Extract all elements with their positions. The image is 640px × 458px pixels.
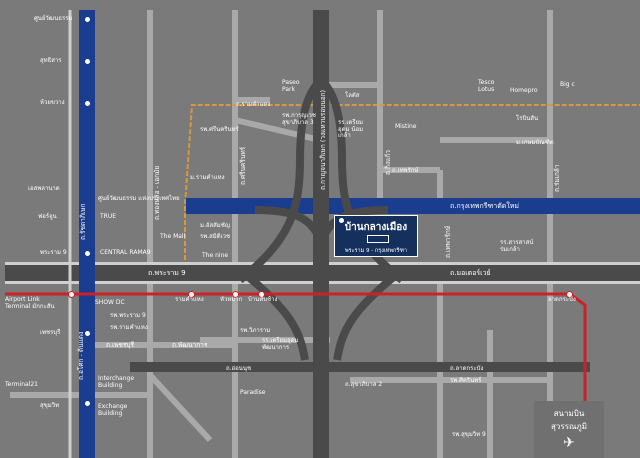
poi-paradise: Paradise [240, 389, 266, 396]
blue-station-label: ห้วยขวาง [40, 99, 65, 106]
poi-big-c: Big c [560, 81, 575, 88]
red-station-label: Airport Link Terminal มักกะสัน [5, 296, 55, 310]
poi-st-sukhumvit9: รพ.สุขุมวิท 9 [452, 431, 486, 438]
poi-homepro: Homepro [510, 87, 538, 94]
airport-line1: สนามบิน [553, 409, 585, 418]
blue-station-label: สุทธิสาร [40, 57, 62, 64]
thonglor-label: ถ.ทองหล่อ - เอกมัย [153, 165, 161, 220]
interchange [237, 77, 405, 361]
blue-station-label: พระราม 9 [40, 249, 67, 256]
blue-station [84, 400, 91, 407]
blue-station [84, 100, 91, 107]
airplane-icon: ✈ [563, 435, 575, 451]
blue-station [84, 250, 91, 257]
poi-school-sukhumvit: รร.เตรียมอุดม พัฒนาการ [262, 337, 299, 351]
blue-station [84, 16, 91, 23]
on-nut-label: ถ.อ่อนนุช [226, 365, 252, 372]
ramkhamhaeng-label: ถ.รามคำแหง [236, 101, 271, 108]
kingkaew-label: ถ.กิ่งแก้ว [384, 150, 392, 175]
poi-show-dc: SHOW DC [95, 299, 125, 306]
rom-klao-label: ถ.ร่มเกล้า [553, 164, 561, 192]
red-station-label: หัวหมาก [220, 296, 243, 303]
red-station-label: บ้านทับช้าง [248, 296, 278, 303]
poi-fortune: ฟอร์จูน [38, 213, 57, 220]
poi-hospital-samitivej: รพ.สมิติเวช [200, 233, 231, 240]
poi-true: TRUE [100, 213, 117, 220]
poi-hospital-sukhumvit3: รพ.การุญเวช สุขาภิบาล 3 [282, 112, 316, 126]
poi-uni-assumption: ม.อัสสัมชัญ [200, 222, 230, 229]
motorway-label: ถ.มอเตอร์เวย์ [450, 269, 491, 277]
poi-hospital-sikarin: รพ.ศิครินทร์ [450, 377, 482, 384]
poi-lotus: โลตัส [345, 92, 360, 99]
red-station-label: ลาดกระบัง [548, 296, 576, 303]
red-line [5, 292, 587, 458]
poi-terminal21: Terminal21 [5, 381, 38, 388]
red-station [566, 291, 573, 298]
poi-paseo: Paseo Park [282, 79, 300, 93]
asok-din-daeng-label: ถ.อโศก - ดินแดง [77, 331, 85, 380]
poi-the-nine: The nine [202, 252, 229, 259]
kanchanaphisek-label: ถ.กาญจนาภิเษก (วงแหวนรอบนอก) [319, 89, 327, 190]
blue-station-label: สุขุมวิท [40, 402, 60, 409]
poi-central: CENTRAL RAMA9 [100, 249, 151, 256]
rama9-label: ถ.พระราม 9 [148, 269, 186, 277]
red-station-label: รามคำแหง [175, 296, 204, 303]
poi-hospital-srinakarin: รพ.ศรีนครินทร์ [200, 126, 239, 133]
red-station [232, 291, 239, 298]
poi-thepparak: ม.เกษมบัณฑิต [516, 139, 554, 146]
poi-tesco: Tesco Lotus [478, 79, 495, 93]
thepparat-label: ถ.เทพารักษ์ [444, 225, 452, 258]
poi-interchange: Interchange Building [98, 375, 135, 389]
poi-school-kanchanaphisek: รร.เตรียมอุดม น้อมเกล้า [338, 119, 364, 140]
poi-hospital-rama9: รพ.พระราม 9 [110, 312, 146, 319]
airport-line2: สุวรรณภูมิ [551, 422, 587, 431]
poi-hospital-ramkhamhaeng: รพ.รามคำแหง [110, 324, 148, 331]
phatthanakan-label: ถ.พัฒนาการ [172, 341, 208, 349]
sukhumvit2-label: ถ.สุขาภิบาล 2 [345, 381, 383, 388]
project-name: บ้านกลางเมือง [344, 222, 408, 233]
phatthanakan-road [130, 362, 590, 372]
project-marker[interactable]: บ้านกลางเมือง พระราม 9 - กรุงเทพกรีฑา [334, 215, 418, 257]
poi-the-mall: The Mall [160, 233, 186, 240]
poi-esplanade: เอสพลานาด [28, 185, 60, 192]
project-pin-icon [338, 217, 345, 224]
minor-roads [10, 10, 553, 458]
theparak-label: ถ.เทพรักษ์ [392, 167, 419, 174]
blue-station [84, 330, 91, 337]
blue-station-label: เพชรบุรี [40, 329, 61, 336]
krungthep-kreetha-road [186, 198, 640, 214]
poi-school-suankularb: รร.สารสาสน์ ร่มเกล้า [500, 239, 534, 253]
red-station [188, 291, 195, 298]
blue-station [84, 58, 91, 65]
srinakarin-label: ถ.ศรีนครินทร์ [239, 146, 247, 185]
red-station [258, 291, 265, 298]
lat-krabang-label: ถ.ลาดกระบัง [450, 365, 484, 372]
poi-mistine: Mistine [395, 123, 417, 130]
project-sub: พระราม 9 - กรุงเทพกรีฑา [345, 248, 407, 254]
red-station [68, 291, 75, 298]
blue-station-label: ศูนย์วัฒนธรรม [34, 15, 73, 22]
blue-line [79, 10, 95, 458]
project-logo-icon [367, 235, 389, 243]
phetchaburi-label: ถ.เพชรบุรี [106, 341, 135, 349]
orange-line [184, 104, 640, 260]
poi-hospital-vichai: รพ.วิภาราม [240, 327, 271, 334]
airport-box[interactable]: สนามบิน สุวรรณภูมิ ✈ [534, 401, 604, 458]
poi-uni-ramkhamhaeng: ม.รามคำแหง [190, 174, 225, 181]
poi-robinson: โรบินสัน [516, 115, 539, 122]
ratchada-label: ถ.รัชดาภิเษก [79, 203, 87, 240]
krungthep-kreetha-label: ถ.กรุงเทพกรีฑาตัดใหม่ [450, 202, 519, 210]
poi-saenphop: ศูนย์วัฒนธรรม แห่งประเทศไทย [98, 195, 180, 202]
poi-exchange: Exchange Building [98, 403, 128, 417]
